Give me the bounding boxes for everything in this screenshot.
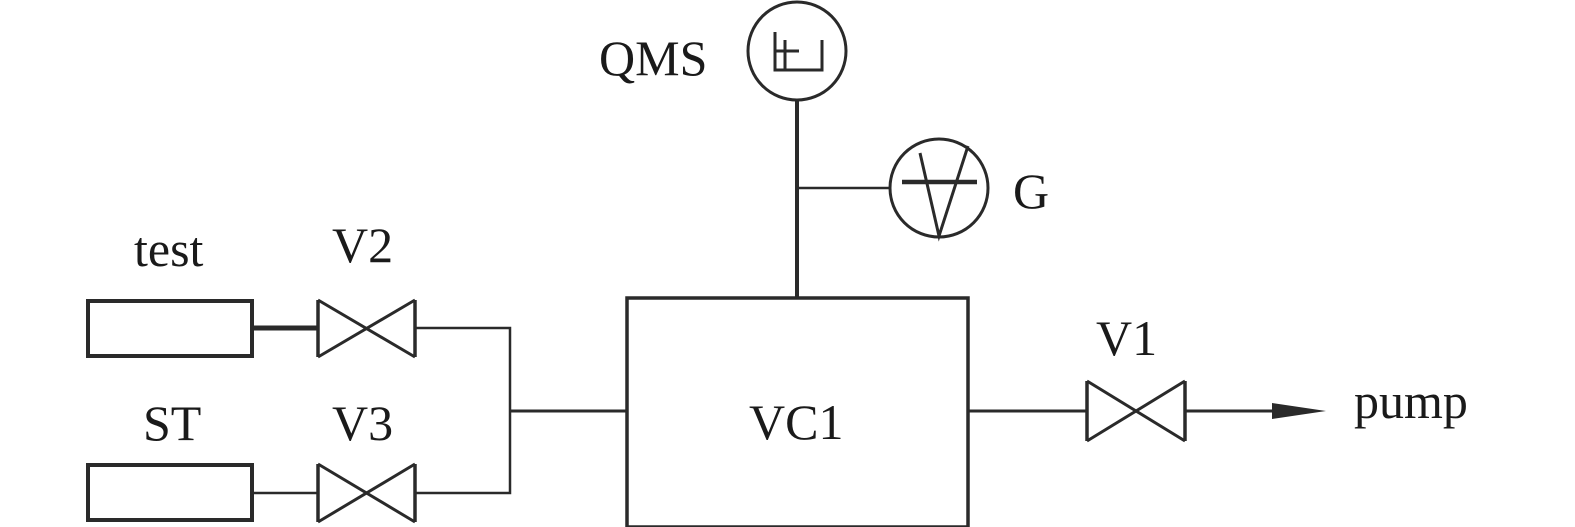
vacuum-chamber-vc1 xyxy=(625,296,970,527)
test-container xyxy=(86,299,254,358)
gauge-label: G xyxy=(1013,163,1049,219)
valve-v1-icon xyxy=(1085,379,1187,443)
st-label: ST xyxy=(143,395,201,451)
qms-icon xyxy=(746,0,848,102)
valve-v3-icon xyxy=(316,462,417,524)
vc1-label: VC1 xyxy=(749,394,843,450)
pipes xyxy=(252,100,1326,495)
test-label: test xyxy=(134,221,204,277)
st-container xyxy=(86,463,254,522)
pipe-v2-to-junction xyxy=(415,326,512,495)
valve-v2-icon xyxy=(316,298,417,359)
v3-label: V3 xyxy=(332,395,393,451)
v1-label: V1 xyxy=(1096,310,1157,366)
flow-arrow-icon xyxy=(1272,403,1326,419)
qms-label: QMS xyxy=(599,30,707,86)
pump-label: pump xyxy=(1354,373,1468,429)
gauge-icon xyxy=(888,137,990,242)
v2-label: V2 xyxy=(332,217,393,273)
